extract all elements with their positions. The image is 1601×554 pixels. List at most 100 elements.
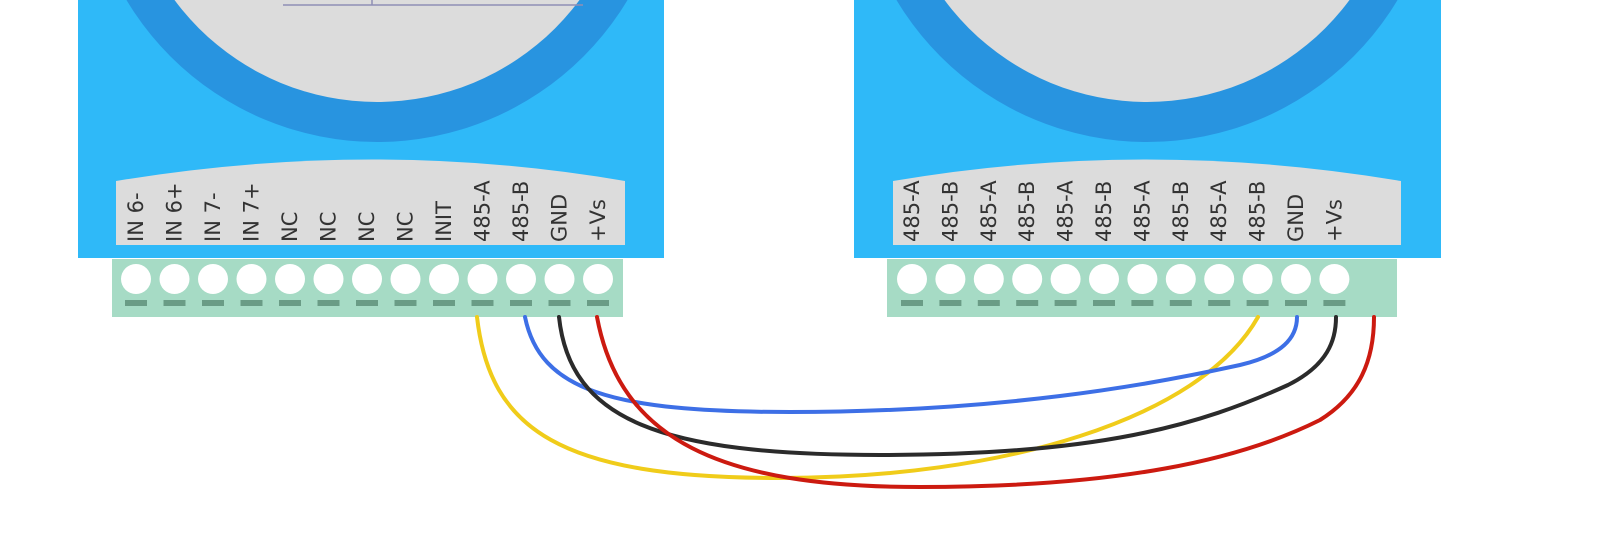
left-pin-label: NC xyxy=(355,212,379,242)
left-pin-label: 485-B xyxy=(509,181,533,242)
right-terminal-screw[interactable] xyxy=(1089,264,1119,294)
left-pin-label: IN 7+ xyxy=(240,182,264,242)
left-terminal-10: 485-A xyxy=(467,180,498,306)
left-terminal-slot xyxy=(317,300,340,306)
right-pin-label: 485-B xyxy=(1092,181,1116,242)
left-pin-label: +Vs xyxy=(586,199,610,242)
left-terminal-screw[interactable] xyxy=(198,264,228,294)
right-terminal-screw[interactable] xyxy=(1319,264,1350,294)
right-terminal-screw[interactable] xyxy=(973,264,1004,294)
left-terminal-13: +Vs xyxy=(583,199,613,306)
right-terminal-9: 485-A xyxy=(1204,180,1235,306)
left-terminal-screw[interactable] xyxy=(352,264,382,294)
wires xyxy=(475,315,1376,490)
right-pin-label: 485-A xyxy=(1207,180,1231,242)
left-terminal-slot xyxy=(587,300,609,306)
left-terminal-screw[interactable] xyxy=(313,264,344,294)
left-terminal-slot xyxy=(125,300,147,306)
left-pin-label: 485-A xyxy=(471,180,495,242)
left-terminal-slot xyxy=(279,300,301,306)
left-terminal-screw[interactable] xyxy=(159,264,190,294)
left-terminal-2: IN 6+ xyxy=(159,182,190,306)
right-terminal-4: 485-B xyxy=(1012,181,1043,306)
left-pin-label: NC xyxy=(278,212,302,242)
left-terminal-11: 485-B xyxy=(506,181,536,306)
right-terminal-7: 485-A xyxy=(1127,180,1158,306)
left-module-display-face xyxy=(174,0,580,102)
left-pin-label: IN 7- xyxy=(201,192,225,242)
left-terminal-slot xyxy=(510,300,532,306)
left-module: IN 6- IN 6+ IN 7- IN 7+ NC NC NC NC INIT 485-A 485… xyxy=(78,0,664,317)
left-pin-label: INIT xyxy=(432,201,456,242)
left-terminal-1: IN 6- xyxy=(121,192,151,306)
left-terminal-slot xyxy=(240,300,263,306)
right-terminal-screw[interactable] xyxy=(1281,264,1311,294)
right-terminal-11: GND xyxy=(1281,194,1311,306)
right-pin-label: 485-B xyxy=(1246,181,1270,242)
left-terminal-screw[interactable] xyxy=(275,264,305,294)
left-pin-label: IN 6- xyxy=(124,192,148,242)
left-terminal-6: NC xyxy=(313,212,344,306)
right-terminal-screw[interactable] xyxy=(1127,264,1158,294)
right-terminal-slot xyxy=(1246,300,1269,306)
right-terminal-5: 485-A xyxy=(1050,180,1081,306)
right-terminal-slot xyxy=(1208,300,1231,306)
right-terminal-slot xyxy=(1169,300,1192,306)
right-module-label-panel xyxy=(893,159,1401,245)
left-terminal-screw[interactable] xyxy=(429,264,459,294)
right-pin-label: +Vs xyxy=(1322,199,1346,242)
left-terminal-7: NC xyxy=(352,212,382,306)
left-module-label-panel xyxy=(116,159,625,245)
left-terminal-5: NC xyxy=(275,212,305,306)
right-terminal-10: 485-B xyxy=(1242,181,1273,306)
right-terminal-6: 485-B xyxy=(1089,181,1119,306)
right-terminal-screw[interactable] xyxy=(935,264,966,294)
left-terminal-slot xyxy=(163,300,186,306)
left-terminal-slot xyxy=(394,300,417,306)
left-terminal-9: INIT xyxy=(429,201,459,306)
left-terminal-screw[interactable] xyxy=(236,264,267,294)
right-pin-label: 485-A xyxy=(1054,180,1078,242)
right-terminal-slot xyxy=(1093,300,1115,306)
right-module-display-face xyxy=(944,0,1350,102)
right-terminal-12: +Vs xyxy=(1319,199,1350,306)
right-terminal-8: 485-B xyxy=(1165,181,1196,306)
left-terminal-screw[interactable] xyxy=(506,264,536,294)
left-pin-label: IN 6+ xyxy=(163,182,187,242)
right-terminal-screw[interactable] xyxy=(897,264,927,294)
right-terminal-screw[interactable] xyxy=(1204,264,1235,294)
right-terminal-screw[interactable] xyxy=(1165,264,1196,294)
left-pin-label: GND xyxy=(548,194,572,242)
left-terminal-screw[interactable] xyxy=(390,264,421,294)
wire-gnd xyxy=(557,315,1338,458)
left-terminal-screw[interactable] xyxy=(467,264,498,294)
right-terminal-slot xyxy=(1285,300,1307,306)
right-terminal-2: 485-B xyxy=(935,181,966,306)
left-terminal-screw[interactable] xyxy=(544,264,575,294)
right-terminal-screw[interactable] xyxy=(1012,264,1043,294)
right-pin-label: 485-B xyxy=(938,181,962,242)
right-terminal-slot xyxy=(977,300,1000,306)
right-terminal-screw[interactable] xyxy=(1050,264,1081,294)
left-pin-label: NC xyxy=(394,212,418,242)
right-pin-label: GND xyxy=(1284,194,1308,242)
left-terminal-slot xyxy=(548,300,571,306)
left-terminal-screw[interactable] xyxy=(121,264,151,294)
right-terminal-slot xyxy=(939,300,962,306)
left-terminal-8: NC xyxy=(390,212,421,306)
right-terminal-slot xyxy=(901,300,923,306)
right-pin-label: 485-B xyxy=(1015,181,1039,242)
left-terminal-4: IN 7+ xyxy=(236,182,267,306)
left-terminal-slot xyxy=(202,300,224,306)
right-terminal-slot xyxy=(1323,300,1346,306)
right-terminal-screw[interactable] xyxy=(1242,264,1273,294)
left-terminal-screw[interactable] xyxy=(583,264,613,294)
wire-485-b xyxy=(523,315,1299,415)
left-terminal-slot xyxy=(356,300,378,306)
left-terminal-3: IN 7- xyxy=(198,192,228,306)
right-pin-label: 485-A xyxy=(977,180,1001,242)
right-terminal-slot xyxy=(1131,300,1154,306)
wire-vs xyxy=(595,315,1376,490)
